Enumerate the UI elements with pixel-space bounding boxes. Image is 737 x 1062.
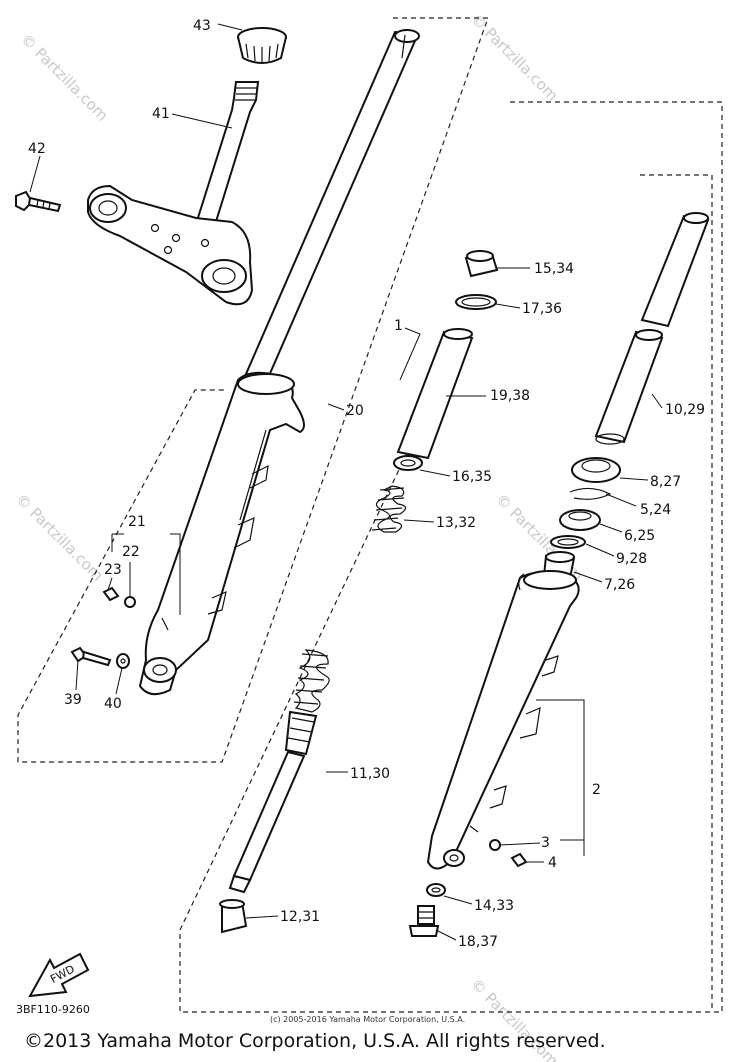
- inner-tube-upper: [640, 212, 710, 328]
- callout-9-28: 9,28: [616, 551, 647, 567]
- watermark-2: © Partzilla.com: [467, 10, 562, 105]
- callout-40: 40: [104, 696, 122, 712]
- assembly-boundaries: [17, 17, 723, 1013]
- left-fork-boundary: [17, 17, 489, 763]
- callout-15-34: 15,34: [534, 261, 574, 277]
- callout-11-30: 11,30: [350, 766, 390, 782]
- callout-19-38: 19,38: [490, 388, 530, 404]
- callout-3: 3: [541, 835, 550, 851]
- watermark-3: © Partzilla.com: [12, 490, 107, 585]
- callout-42: 42: [28, 141, 46, 157]
- small-copyright: (c) 2005-2016 Yamaha Motor Corporation, …: [270, 1015, 465, 1024]
- damper-rod-part-11: [228, 649, 330, 894]
- callout-39: 39: [64, 692, 82, 708]
- leader-lines: [29, 23, 663, 941]
- oil-seal-part-6: [559, 509, 601, 531]
- callout-7-26: 7,26: [604, 577, 635, 593]
- callout-13-32: 13,32: [436, 515, 476, 531]
- fwd-arrow-icon: FWD: [28, 952, 90, 998]
- inner-tube-boundary: [640, 174, 713, 1012]
- cap-bolt-part-15: [464, 250, 499, 278]
- oil-lock-piece-part-12: [219, 899, 248, 934]
- callout-14-33: 14,33: [474, 898, 514, 914]
- callout-20: 20: [346, 403, 364, 419]
- spring-part-13: [371, 485, 407, 533]
- drawing-number: 3BF110-9260: [16, 1003, 90, 1016]
- spacer-part-19: [396, 328, 474, 460]
- callout-21: 21: [128, 514, 146, 530]
- clip-part-5: [569, 487, 612, 500]
- under-bracket-part-41: [87, 81, 260, 306]
- callout-22: 22: [122, 544, 140, 560]
- callout-10-29: 10,29: [665, 402, 705, 418]
- o-ring-part-17: [455, 294, 497, 310]
- callout-18-37: 18,37: [458, 934, 498, 950]
- washer-part-9: [550, 535, 586, 549]
- callout-12-31: 12,31: [280, 909, 320, 925]
- callout-41: 41: [152, 106, 170, 122]
- callout-16-35: 16,35: [452, 469, 492, 485]
- callout-4: 4: [548, 855, 557, 871]
- callout-1: 1: [394, 318, 403, 334]
- dust-seal-part-8: [571, 457, 621, 483]
- callout-2: 2: [592, 782, 601, 798]
- steering-nut-part-43: [237, 27, 287, 64]
- callout-17-36: 17,36: [522, 301, 562, 317]
- callout-23: 23: [104, 562, 122, 578]
- left-small-parts: [70, 586, 136, 669]
- callouts: 43 41 42 15,34 17,36 1 19,38 10,29 20 16…: [28, 18, 705, 950]
- right-outer-tube-part-2: [426, 570, 580, 870]
- watermark-1: © Partzilla.com: [17, 30, 112, 125]
- callout-43: 43: [193, 18, 211, 34]
- left-outer-tube-part-20: [138, 371, 305, 696]
- right-small-parts: [408, 839, 528, 937]
- callout-5-24: 5,24: [640, 502, 671, 518]
- callout-8-27: 8,27: [650, 474, 681, 490]
- washer-part-16: [393, 455, 423, 471]
- inner-tube-part-10: [594, 329, 664, 445]
- callout-6-25: 6,25: [624, 528, 655, 544]
- footer-copyright: ©2013 Yamaha Motor Corporation, U.S.A. A…: [24, 1030, 606, 1052]
- bolt-part-42: [15, 190, 62, 213]
